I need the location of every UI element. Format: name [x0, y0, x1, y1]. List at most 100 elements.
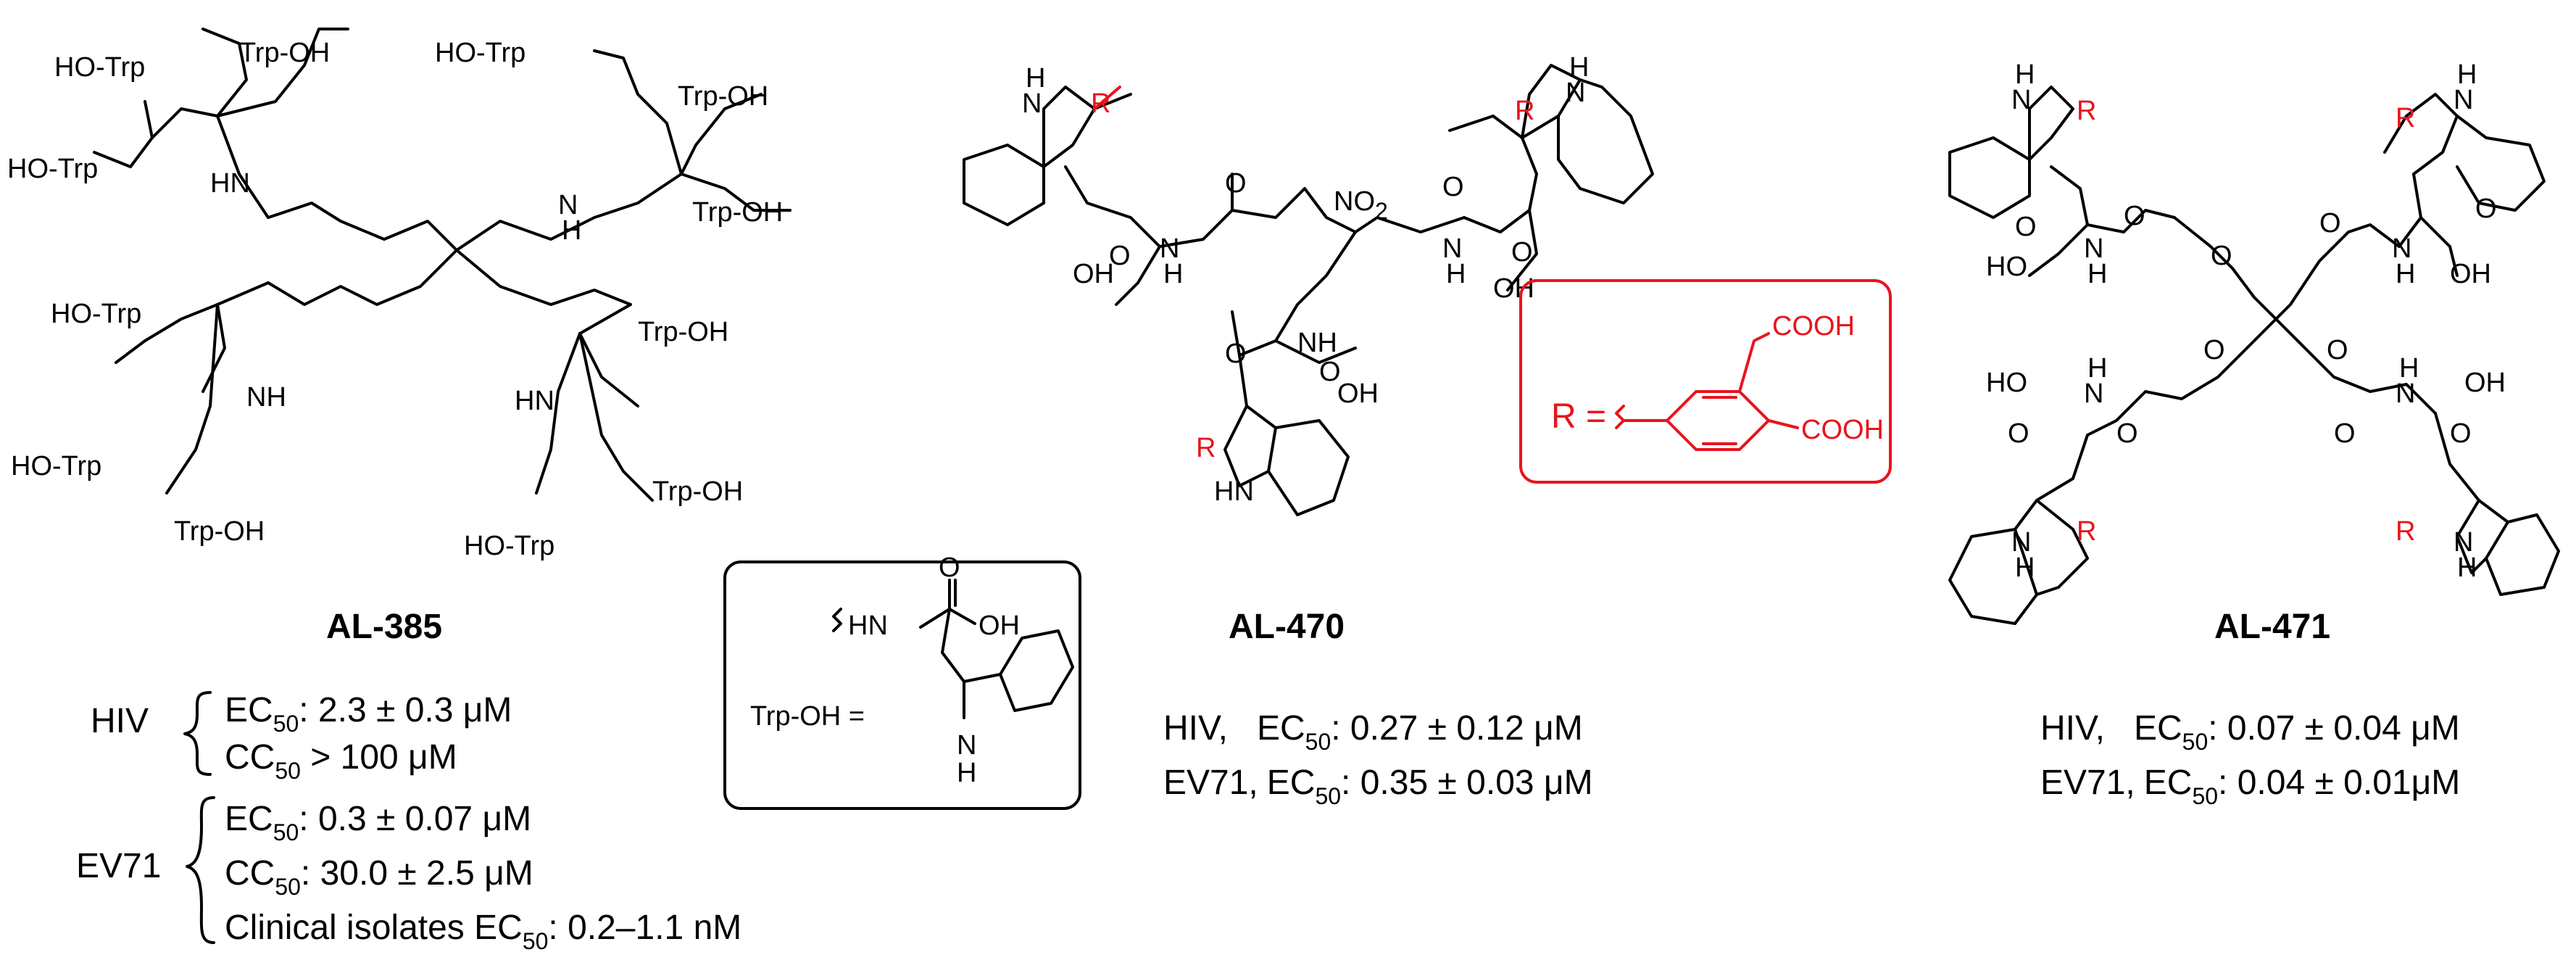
al470-no: NO — [1334, 186, 1375, 217]
al470-oh-3: OH — [1337, 378, 1379, 409]
al385-ho-trp-6: HO-Trp — [464, 531, 554, 561]
al470-l1-sub: 50 — [1305, 729, 1331, 755]
al385-ev71-ec-val: : 0.3 ± 0.07 μM — [299, 800, 531, 838]
al470-n-1: N — [1022, 88, 1042, 119]
al471-r-3: R — [2077, 516, 2096, 547]
al471-l1-ec: EC — [2134, 709, 2182, 748]
al470-o-1: O — [1109, 241, 1131, 271]
al471-l2-val: : 0.04 ± 0.01μM — [2218, 764, 2460, 802]
al385-clin-val: : 0.2–1.1 nM — [548, 909, 741, 947]
al470-l1-label: HIV, — [1163, 709, 1228, 748]
al385-activity: HIV EC50: 2.3 ± 0.3 μM CC50 > 100 μM EV7… — [76, 691, 741, 954]
al471-ho-2: HO — [1986, 368, 2027, 398]
al471-h-3: H — [2457, 59, 2477, 90]
al471-oh-1: OH — [2450, 259, 2491, 289]
al470-hn-6: HN — [1214, 476, 1254, 507]
al471-n-1: N — [2011, 85, 2031, 115]
al470-r-2: R — [1515, 96, 1534, 126]
al470-n-2: N — [1160, 233, 1179, 264]
svg-text:EC50: 2.3 ± 0.3 μM: EC50: 2.3 ± 0.3 μM — [225, 691, 512, 737]
al471-n-6: N — [2396, 378, 2415, 409]
al471-ho-1: HO — [1986, 252, 2027, 282]
al385-ho-trp-3: HO-Trp — [435, 38, 525, 68]
al385-trp-oh-5: Trp-OH — [638, 317, 728, 347]
al471-o-2: O — [2124, 201, 2145, 231]
al471-l2-ec: EC — [2144, 764, 2193, 802]
al385-nh-1: HN — [210, 168, 250, 199]
al385-trp-oh-3: Trp-OH — [692, 197, 783, 228]
svg-text:EV71,EC50: 0.04 ± 0.01μM: EV71,EC50: 0.04 ± 0.01μM — [2040, 764, 2460, 809]
al385-hiv-cc-val: > 100 μM — [301, 738, 457, 777]
al385-hiv-ec: EC — [225, 691, 273, 729]
al471-o-10: O — [2450, 418, 2472, 449]
al470-activity: HIV,EC50: 0.27 ± 0.12 μM EV71,EC50: 0.35… — [1163, 709, 1593, 809]
al471-o-5: O — [2475, 194, 2497, 224]
al385-ev71-label: EV71 — [76, 847, 161, 885]
al471-o-3: O — [2211, 241, 2232, 271]
r-box-r-eq: R = — [1551, 397, 1606, 436]
al471-r-1: R — [2077, 96, 2096, 126]
al471-n-2: N — [2084, 233, 2103, 264]
al385-hiv-cc-sub: 50 — [275, 758, 301, 784]
al471-n-5: N — [2084, 378, 2103, 409]
al471-name: AL-471 — [2214, 608, 2330, 646]
al470-h-3: H — [1446, 259, 1466, 289]
al471-r-4: R — [2396, 516, 2415, 547]
al385-trp-oh-6: Trp-OH — [652, 476, 743, 507]
al471-o-8: O — [2008, 418, 2029, 449]
al385-clin-sub: 50 — [523, 928, 549, 954]
al385-hiv-label: HIV — [91, 702, 149, 740]
al385-trp-oh-1: Trp-OH — [239, 38, 330, 68]
al470-o-3: O — [1442, 172, 1464, 202]
al471-o-1: O — [2015, 212, 2037, 242]
al385-name: AL-385 — [326, 608, 442, 646]
al471-o-6: O — [2203, 335, 2225, 365]
al385-ev71-cc-val: : 30.0 ± 2.5 μM — [301, 854, 533, 893]
al385-ev71-ec: EC — [225, 800, 273, 838]
al385-hiv-cc: CC — [225, 738, 275, 777]
al470-h-1: H — [1026, 63, 1045, 94]
al385-hiv-ec-sub: 50 — [273, 711, 299, 737]
al385-h-2: H — [562, 215, 581, 246]
al470-structure: H N R OH O N H O NO2 O N H R H N O OH O … — [963, 52, 1654, 646]
svg-text:HIV,EC50: 0.07 ± 0.04 μM: HIV,EC50: 0.07 ± 0.04 μM — [2040, 709, 2460, 755]
al385-ho-trp-2: HO-Trp — [7, 154, 98, 184]
al385-clin: Clinical isolates EC — [225, 909, 523, 947]
al385-hiv-ec-val: : 2.3 ± 0.3 μM — [299, 691, 512, 729]
svg-text:EV71,EC50: 0.35 ± 0.03 μM: EV71,EC50: 0.35 ± 0.03 μM — [1163, 764, 1593, 809]
al471-n-4: N — [2392, 233, 2411, 264]
trp-box-h: H — [957, 758, 976, 788]
al385-ho-trp-5: HO-Trp — [11, 451, 101, 481]
svg-text:Clinical isolates EC50: 0.2–1.: Clinical isolates EC50: 0.2–1.1 nM — [225, 909, 741, 954]
al385-trp-oh-4: Trp-OH — [174, 516, 265, 547]
svg-text:NO2: NO2 — [1334, 186, 1388, 224]
al471-h-5: H — [2087, 353, 2107, 384]
al470-name: AL-470 — [1229, 608, 1345, 646]
al471-h-2: H — [2087, 259, 2107, 289]
al470-o-2: O — [1225, 168, 1247, 199]
al471-l2-label: EV71, — [2040, 764, 2135, 802]
al470-oh-1: OH — [1073, 259, 1114, 289]
trp-box-hn: HN — [848, 611, 888, 641]
al470-l2-ec: EC — [1267, 764, 1316, 802]
al470-o-6: O — [1319, 357, 1341, 387]
al385-ev71-cc-sub: 50 — [275, 874, 301, 900]
svg-text:EC50: 0.3 ± 0.07 μM: EC50: 0.3 ± 0.07 μM — [225, 800, 531, 845]
al470-l2-val: : 0.35 ± 0.03 μM — [1341, 764, 1593, 802]
al385-ho-trp-1: HO-Trp — [54, 52, 145, 83]
al471-o-4: O — [2319, 208, 2341, 239]
al471-h-6: H — [2399, 353, 2419, 384]
al471-oh-2: OH — [2464, 368, 2506, 398]
al471-h-8: H — [2457, 553, 2477, 583]
al470-r-3: R — [1196, 433, 1216, 463]
al470-o-4: O — [1511, 237, 1533, 268]
al385-ev71-ec-sub: 50 — [273, 819, 299, 845]
al470-n-3: N — [1442, 233, 1462, 264]
al471-h-1: H — [2015, 59, 2035, 90]
al470-o-5: O — [1225, 339, 1247, 369]
al385-ho-trp-4: HO-Trp — [51, 299, 141, 329]
r-box-cooh-bottom: COOH — [1801, 415, 1884, 445]
al471-o-11: O — [2334, 418, 2356, 449]
trp-box-o: O — [939, 553, 960, 583]
al471-activity: HIV,EC50: 0.07 ± 0.04 μM EV71,EC50: 0.04… — [2040, 709, 2460, 809]
